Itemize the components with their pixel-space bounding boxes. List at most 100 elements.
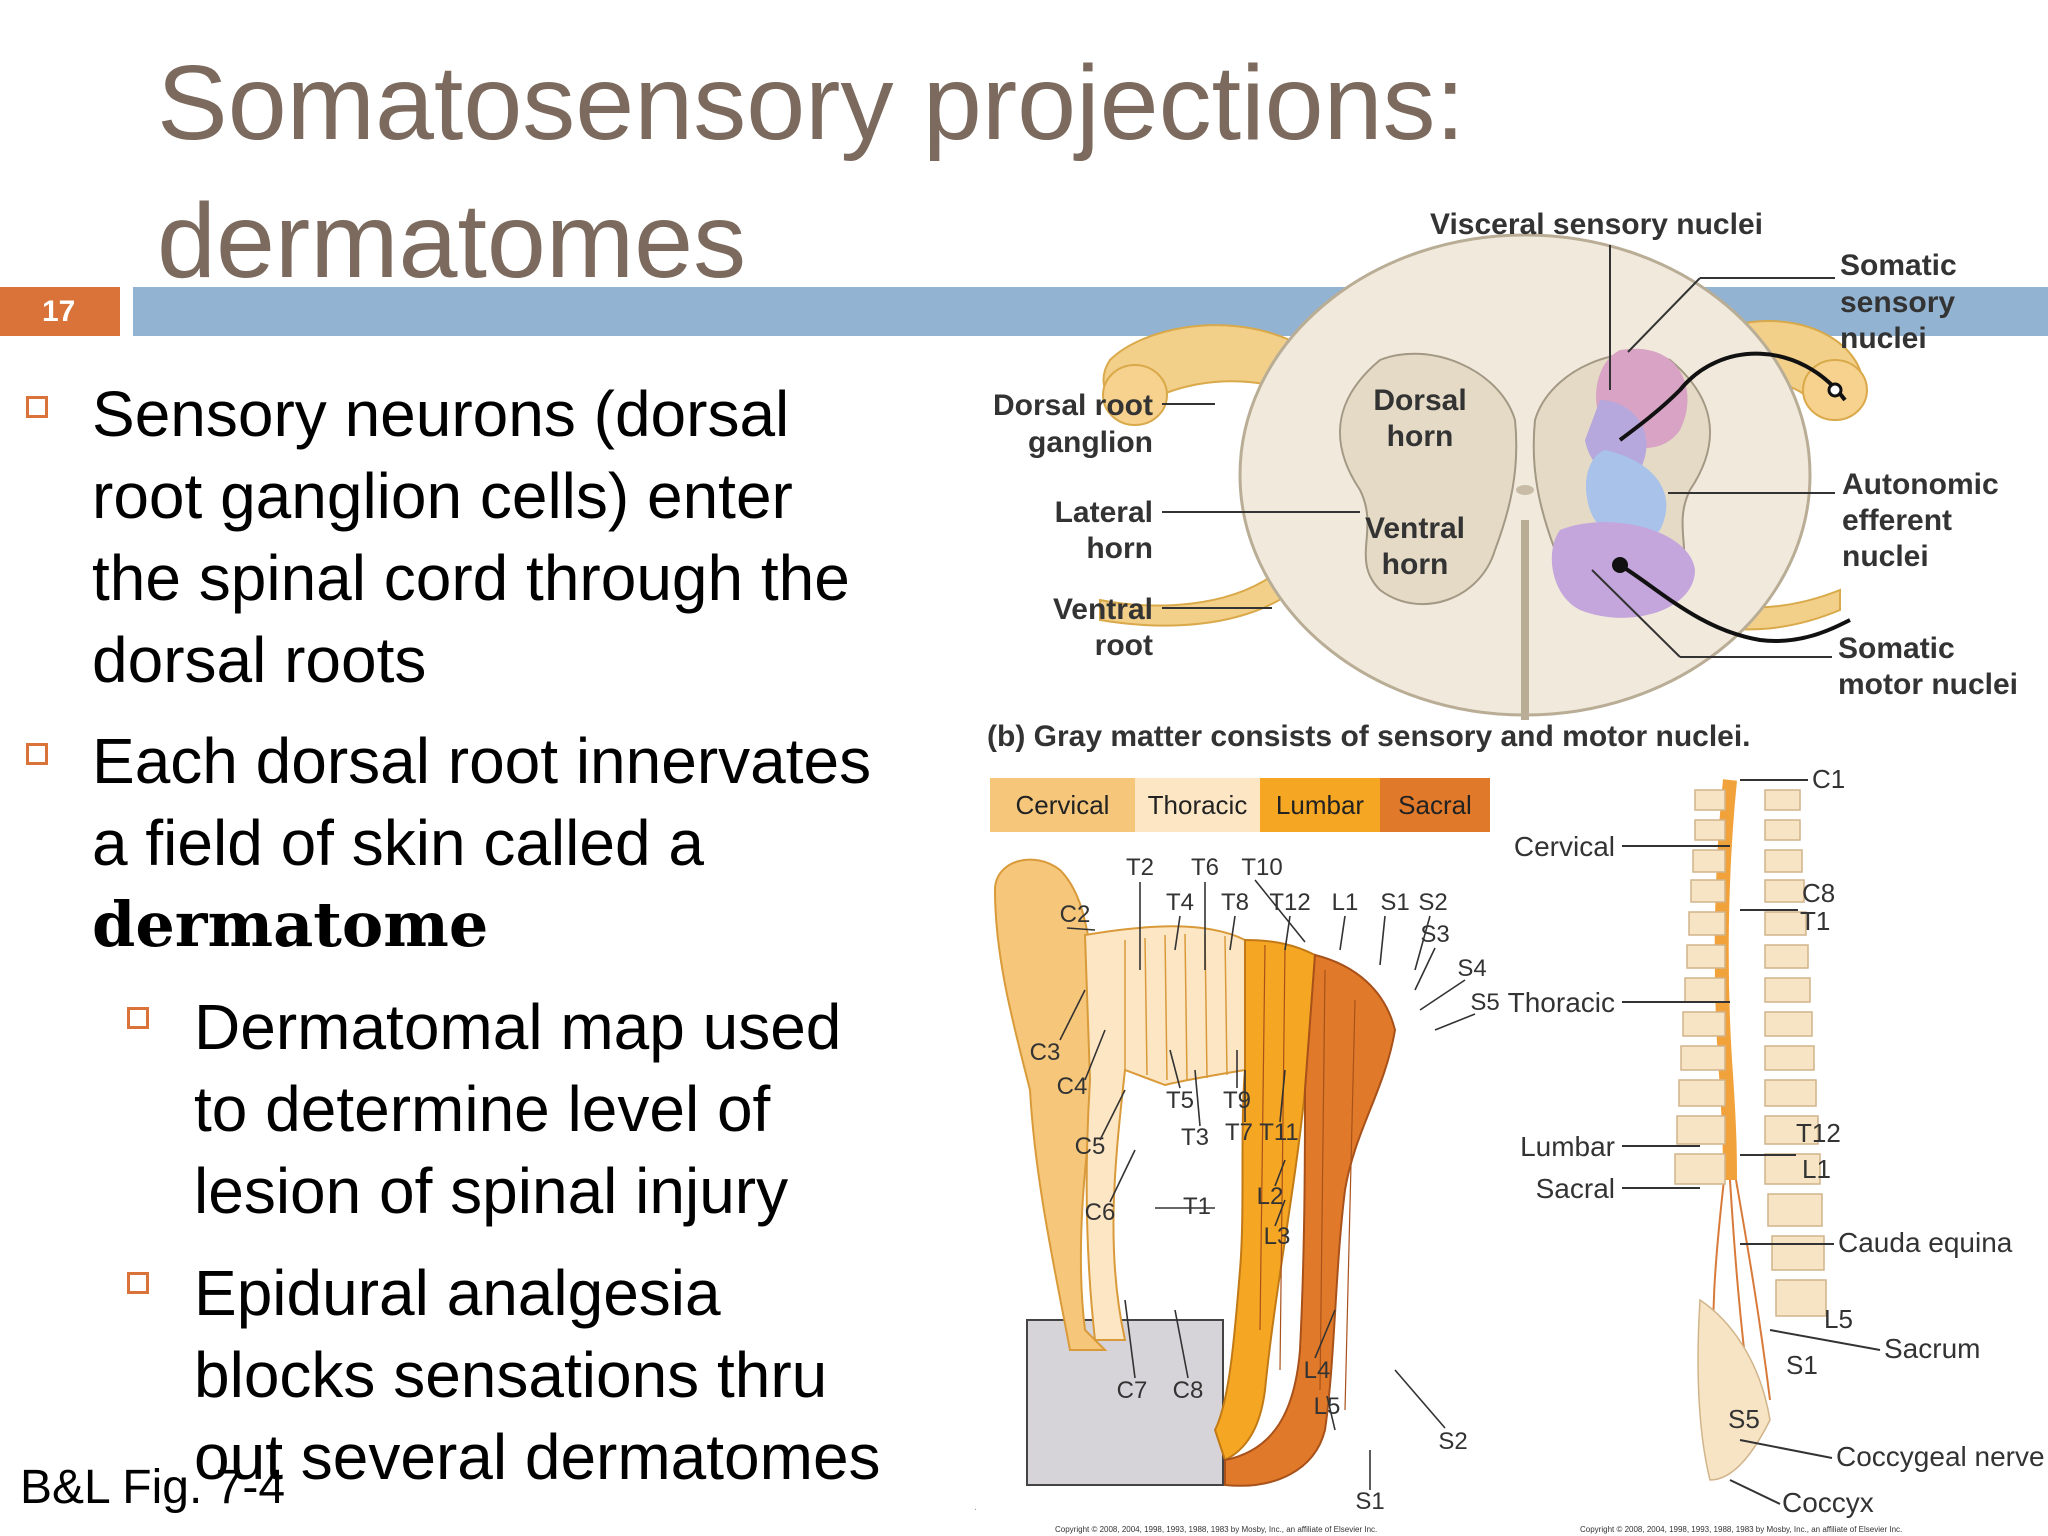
label-autonomic-2: efferent bbox=[1842, 504, 1952, 537]
copyright-left: Copyright © 2008, 2004, 1998, 1993, 1988… bbox=[1055, 1525, 1377, 1534]
derm-label-c6: C6 bbox=[1085, 1199, 1116, 1226]
derm-label-s2-bottom: S2 bbox=[1438, 1428, 1467, 1455]
derm-label-c4: C4 bbox=[1057, 1073, 1088, 1100]
derm-label-t7: T7 bbox=[1225, 1119, 1253, 1146]
vertebrae bbox=[1674, 789, 1827, 1481]
spine-label-t12: T12 bbox=[1796, 1118, 1841, 1148]
derm-label-t5: T5 bbox=[1166, 1087, 1194, 1114]
label-somatic-sensory-3: nuclei bbox=[1840, 322, 1927, 355]
support-box bbox=[1026, 1319, 1224, 1486]
label-dorsal-horn-1: Dorsal bbox=[1373, 384, 1466, 417]
derm-label-t3: T3 bbox=[1181, 1124, 1209, 1151]
spine-label-lumbar: Lumbar bbox=[1520, 1131, 1615, 1162]
slide-title-line1: Somatosensory projections: bbox=[157, 44, 1465, 162]
label-somatic-sensory-2: sensory bbox=[1840, 286, 1955, 319]
bullet-2: Each dorsal root innervates a field of s… bbox=[92, 720, 871, 966]
region-legend-bar: Cervical Thoracic Lumbar Sacral bbox=[990, 778, 1490, 832]
subbullet-2-line-1: Epidural analgesia bbox=[194, 1257, 721, 1329]
derm-label-l3: L3 bbox=[1264, 1223, 1291, 1250]
label-visceral-sensory-nuclei: Visceral sensory nuclei bbox=[1430, 208, 1763, 241]
derm-label-s5: S5 bbox=[1470, 989, 1499, 1016]
motor-neuron-path bbox=[1618, 563, 1851, 643]
bullet-square-icon bbox=[26, 743, 48, 765]
subbullet-2-line-2: blocks sensations thru bbox=[194, 1339, 828, 1411]
subbullet-square-icon bbox=[127, 1272, 149, 1294]
subbullet-2-line-3: out several dermatomes bbox=[194, 1421, 881, 1493]
spinal-column-figure: Cervical Thoracic Lumbar Sacral C1 C8 T1… bbox=[1508, 764, 2045, 1534]
derm-label-t1: T1 bbox=[1183, 1193, 1211, 1220]
bullet-2-line-1: Each dorsal root innervates bbox=[92, 725, 872, 797]
label-lateral-horn-1: Lateral bbox=[1055, 496, 1153, 529]
sensory-neuron-path bbox=[1618, 351, 1847, 442]
gray-matter-caption: (b) Gray matter consists of sensory and … bbox=[987, 720, 1751, 754]
derm-label-l1: L1 bbox=[1332, 889, 1359, 916]
dermatome-body-figure: T2 T6 T10 T4 T8 T12 L1 S1 S2 S3 S4 S5 C2… bbox=[975, 854, 1500, 1534]
label-lateral-horn-2: horn bbox=[1086, 532, 1153, 565]
derm-label-c8: C8 bbox=[1173, 1377, 1204, 1404]
derm-label-t9: T9 bbox=[1223, 1087, 1251, 1114]
derm-label-s2: S2 bbox=[1418, 889, 1447, 916]
left-ventral-root bbox=[1099, 568, 1297, 627]
spine-label-c8: C8 bbox=[1802, 878, 1835, 908]
central-canal bbox=[1516, 485, 1534, 495]
subbullet-1-line-2: to determine level of bbox=[194, 1073, 771, 1145]
label-somatic-sensory-1: Somatic bbox=[1840, 249, 1957, 282]
region-lumbar: Lumbar bbox=[1260, 778, 1380, 832]
derm-label-c3: C3 bbox=[1030, 1039, 1061, 1066]
head-cervical-region bbox=[993, 858, 1108, 1351]
gray-matter-left bbox=[1339, 352, 1518, 606]
gray-matter-caption-bold: (b) Gray matter bbox=[987, 720, 1203, 753]
dermatome-term: dermatome bbox=[92, 888, 489, 961]
derm-label-s1: S1 bbox=[1380, 889, 1409, 916]
label-ventral-horn-1: Ventral bbox=[1365, 512, 1465, 545]
derm-label-t11: T11 bbox=[1259, 1119, 1299, 1146]
derm-label-t2: T2 bbox=[1126, 854, 1154, 881]
label-dorsal-root-ganglion-1: Dorsal root bbox=[993, 389, 1153, 422]
subbullet-1-line-3: lesion of spinal injury bbox=[194, 1155, 789, 1227]
derm-label-t8: T8 bbox=[1221, 889, 1249, 916]
autonomic-efferent-zone bbox=[1585, 450, 1667, 541]
motor-neuron-soma bbox=[1612, 557, 1628, 573]
derm-label-t4: T4 bbox=[1166, 889, 1194, 916]
spine-label-cauda-equina: Cauda equina bbox=[1838, 1227, 2013, 1258]
subbullet-1: Dermatomal map used to determine level o… bbox=[194, 986, 841, 1232]
spine-label-coccyx: Coccyx bbox=[1782, 1487, 1874, 1518]
sensory-neuron-soma bbox=[1827, 382, 1843, 398]
label-autonomic-3: nuclei bbox=[1842, 540, 1929, 573]
label-somatic-motor-2: motor nuclei bbox=[1838, 668, 2018, 701]
spine-label-t1: T1 bbox=[1800, 906, 1830, 936]
bullet-1: Sensory neurons (dorsal root ganglion ce… bbox=[92, 373, 850, 701]
bullet-2-line-2: a field of skin called a bbox=[92, 807, 704, 879]
subbullet-square-icon bbox=[127, 1007, 149, 1029]
derm-label-t6: T6 bbox=[1191, 854, 1219, 881]
derm-label-t10: T10 bbox=[1241, 854, 1282, 881]
derm-label-c7: C7 bbox=[1117, 1377, 1148, 1404]
derm-label-l4: L4 bbox=[1304, 1357, 1331, 1384]
slide-title-line2: dermatomes bbox=[157, 182, 747, 300]
derm-label-s1-bottom: S1 bbox=[1355, 1488, 1384, 1515]
copyright-right: Copyright © 2008, 2004, 1998, 1993, 1988… bbox=[1580, 1525, 1902, 1534]
spine-label-sacral: Sacral bbox=[1536, 1173, 1615, 1204]
region-cervical: Cervical bbox=[990, 778, 1135, 832]
spinal-cord-cross-section: Visceral sensory nuclei Somatic sensory … bbox=[993, 208, 2018, 720]
figure-caption: B&L Fig. 7-4 bbox=[20, 1461, 286, 1514]
label-dorsal-horn-2: horn bbox=[1387, 420, 1454, 453]
derm-label-l2: L2 bbox=[1257, 1183, 1284, 1210]
bullet-1-line-3: the spinal cord through the bbox=[92, 542, 850, 614]
subbullet-1-line-1: Dermatomal map used bbox=[194, 991, 842, 1063]
spine-label-s5: S5 bbox=[1728, 1404, 1760, 1434]
label-ventral-horn-2: horn bbox=[1382, 548, 1449, 581]
bullet-square-icon bbox=[26, 396, 48, 418]
region-sacral: Sacral bbox=[1380, 778, 1490, 832]
spine-label-thoracic: Thoracic bbox=[1508, 987, 1615, 1018]
spine-label-coccygeal-nerve: Coccygeal nerve bbox=[1836, 1441, 2045, 1472]
dorsal-root-ganglion-shape bbox=[1102, 364, 1168, 426]
derm-label-t12: T12 bbox=[1269, 889, 1310, 916]
spine-label-l5: L5 bbox=[1824, 1304, 1853, 1334]
spine-label-sacrum: Sacrum bbox=[1884, 1333, 1980, 1364]
subbullet-2: Epidural analgesia blocks sensations thr… bbox=[194, 1252, 881, 1498]
slide-number: 17 bbox=[0, 287, 120, 336]
label-ventral-root-2: root bbox=[1095, 629, 1153, 662]
derm-label-s4: S4 bbox=[1457, 955, 1486, 982]
label-ventral-root-1: Ventral bbox=[1053, 593, 1153, 626]
